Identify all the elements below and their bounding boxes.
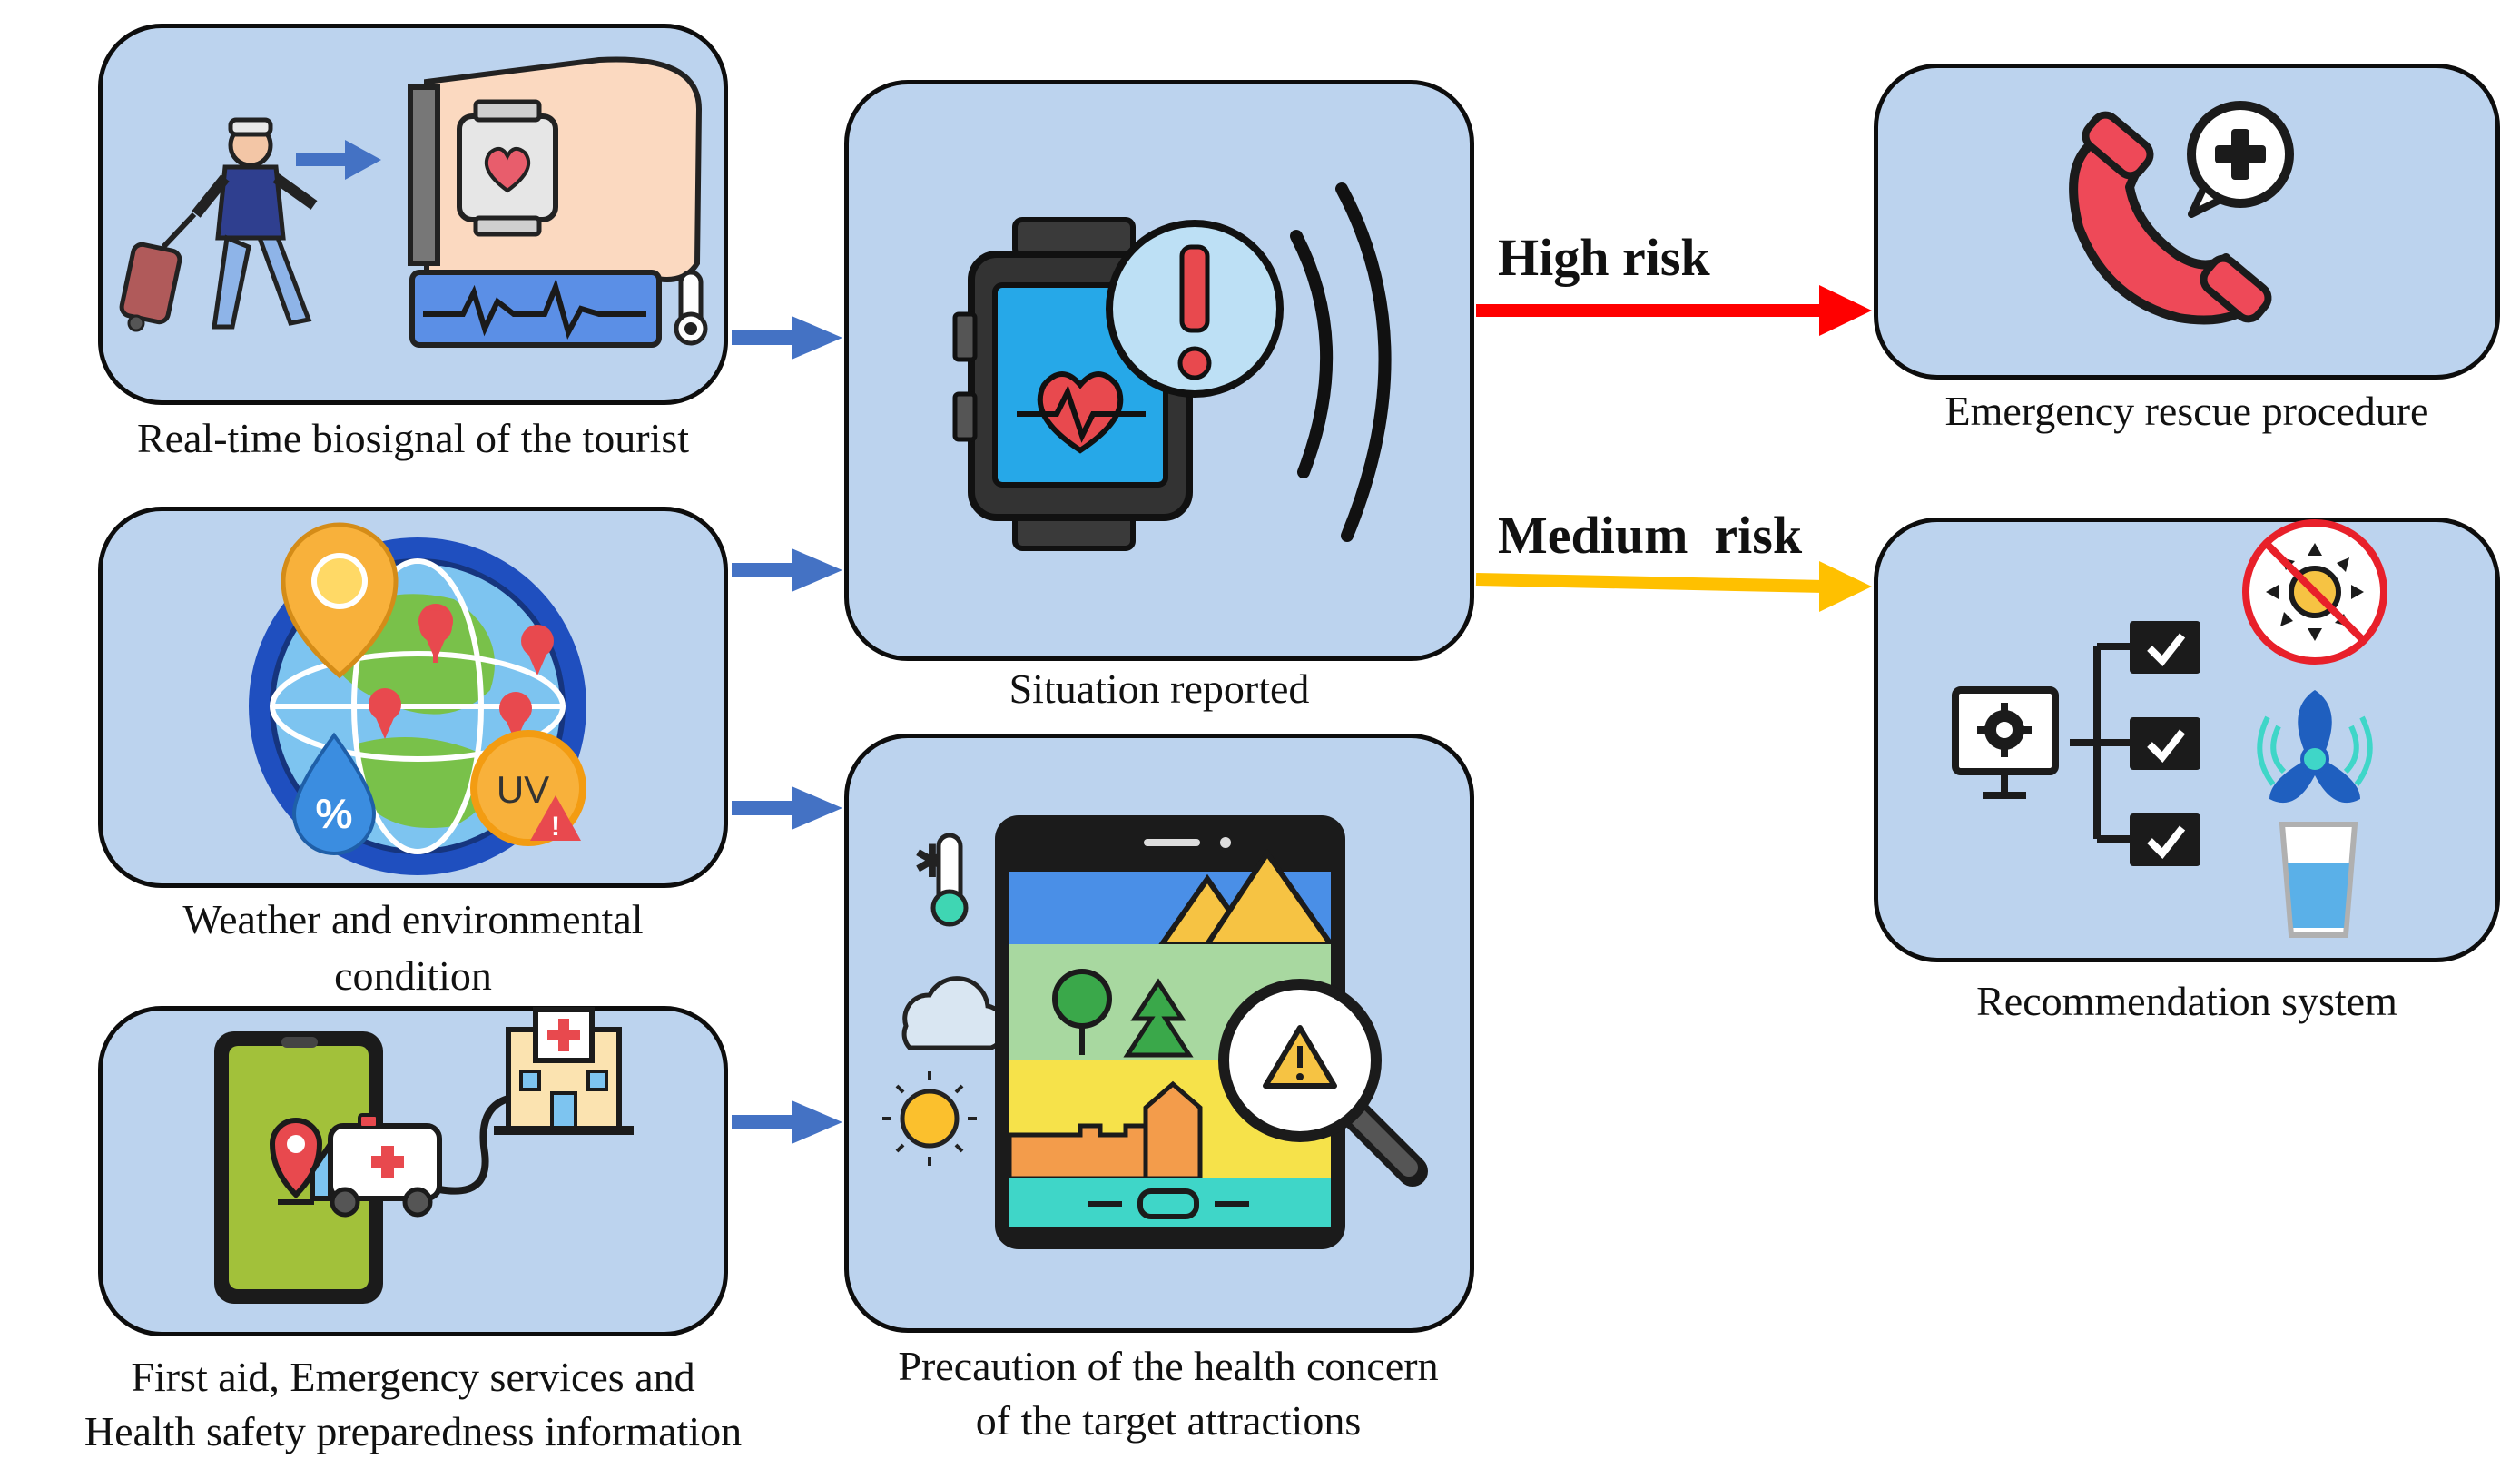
svg-text:UV: UV [497,768,549,811]
sun-icon [882,1071,977,1166]
input-arrow [732,1100,842,1144]
no-sun-icon [2242,519,2387,665]
hospital-icon [494,1007,634,1135]
cloud-icon [901,976,1008,1050]
weather-globe-icon: % UV ! [249,522,586,875]
emergency-box [1874,64,2500,380]
svg-text:%: % [316,790,353,837]
precaution-caption-line1: Precaution of the health concern [898,1343,1439,1389]
heart-rate-smartwatch-icon [408,56,708,348]
emergency-phone-icon [2069,101,2294,325]
checklist-icon [2070,621,2200,866]
firstaid-caption-line2: Health safety preparedness information [84,1408,743,1454]
weather-caption-line1: Weather and environmental [182,896,644,942]
high-risk-label: High risk [1498,228,1710,287]
traveler-with-luggage-icon [119,117,318,332]
water-glass-icon [2279,822,2358,938]
precaution-caption-line2: of the target attractions [975,1397,1362,1444]
fan-icon [2257,690,2373,804]
arrow-icon [296,140,381,180]
medium-risk-label: Medium risk [1498,506,1803,565]
input-arrow [732,548,842,592]
biosignal-caption: Real-time biosignal of the tourist [136,415,690,461]
alert-smartwatch-icon [952,182,1392,551]
emergency-caption: Emergency rescue procedure [1944,388,2429,434]
magnifier-warning-icon [1218,979,1428,1187]
settings-computer-icon [1952,686,2059,799]
input-arrow [732,316,842,360]
recommendation-caption: Recommendation system [1976,978,2397,1024]
firstaid-caption-line1: First aid, Emergency services and [131,1354,695,1400]
situation-caption: Situation reported [1009,665,1310,712]
weather-caption-line2: condition [334,952,492,999]
svg-text:!: ! [551,812,560,842]
phone-map-ambulance-icon [214,1031,510,1304]
medium-risk-arrow [1475,561,1872,612]
high-risk-arrow [1476,285,1872,336]
cold-thermometer-icon: ✱ [913,833,969,927]
input-arrow [732,786,842,830]
